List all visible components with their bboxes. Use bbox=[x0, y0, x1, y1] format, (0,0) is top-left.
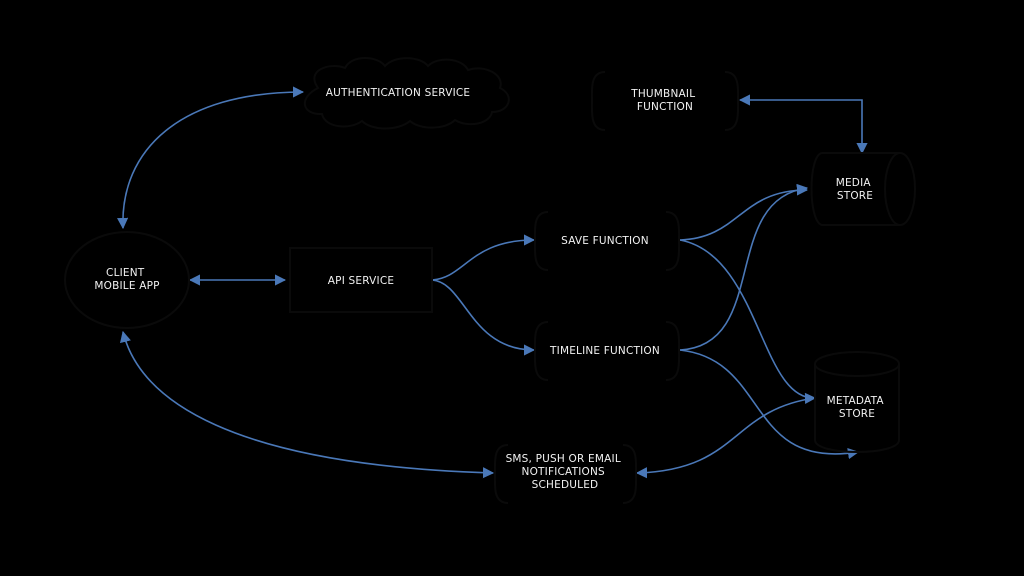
edge-save-to-media-store bbox=[679, 184, 809, 241]
nodes-layer: AUTHENTICATION SERVICE THUMBNAIL FUNCTIO… bbox=[64, 57, 916, 504]
edge-api-to-save-function bbox=[431, 234, 536, 281]
edge-timeline-to-metadata-store bbox=[679, 349, 860, 460]
node-metadata-store: METADATA STORE bbox=[814, 351, 900, 453]
authentication-service-label: AUTHENTICATION SERVICE bbox=[326, 87, 471, 99]
edge-notifications-client bbox=[120, 330, 495, 479]
media-store-label: MEDIA STORE bbox=[836, 177, 875, 202]
node-thumbnail-function: THUMBNAIL FUNCTION bbox=[590, 71, 740, 131]
node-api-service: API SERVICE bbox=[289, 247, 433, 313]
client-mobile-app-label: CLIENT MOBILE APP bbox=[94, 267, 159, 292]
metadata-store-label: METADATA STORE bbox=[827, 395, 888, 420]
rounded-box-shape bbox=[533, 211, 681, 271]
ellipse-shape bbox=[64, 231, 190, 329]
rectangle-shape bbox=[289, 247, 433, 313]
edge-client-authentication bbox=[117, 86, 305, 230]
cylinder-body-shape bbox=[814, 364, 900, 453]
edges-layer bbox=[117, 86, 868, 479]
rounded-box-shape bbox=[533, 321, 681, 381]
edge-save-to-metadata-store bbox=[679, 239, 817, 404]
rounded-box-shape bbox=[590, 71, 740, 131]
notifications-label: SMS, PUSH OR EMAIL NOTIFICATIONS SCHEDUL… bbox=[506, 453, 625, 491]
node-authentication-service: AUTHENTICATION SERVICE bbox=[304, 57, 510, 130]
edge-metadata-to-notifications bbox=[635, 397, 816, 479]
rounded-box-shape bbox=[493, 444, 638, 504]
thumbnail-function-label: THUMBNAIL FUNCTION bbox=[630, 88, 699, 113]
cylinder-end-shape bbox=[884, 152, 916, 226]
save-function-label: SAVE FUNCTION bbox=[561, 235, 649, 247]
edge-api-to-timeline-function bbox=[431, 279, 536, 356]
node-notifications-scheduled: SMS, PUSH OR EMAIL NOTIFICATIONS SCHEDUL… bbox=[493, 444, 638, 504]
node-client-mobile-app: CLIENT MOBILE APP bbox=[64, 231, 190, 329]
cloud-shape bbox=[304, 57, 510, 130]
edge-thumbnail-media-store bbox=[738, 94, 868, 155]
cylinder-top-shape bbox=[814, 351, 900, 377]
edge-timeline-to-media-store bbox=[679, 183, 809, 351]
api-service-label: API SERVICE bbox=[328, 275, 394, 287]
timeline-function-label: TIMELINE FUNCTION bbox=[549, 345, 660, 357]
node-save-function: SAVE FUNCTION bbox=[533, 211, 681, 271]
node-media-store: MEDIA STORE bbox=[810, 152, 916, 226]
cylinder-body-shape bbox=[810, 152, 900, 226]
node-timeline-function: TIMELINE FUNCTION bbox=[533, 321, 681, 381]
